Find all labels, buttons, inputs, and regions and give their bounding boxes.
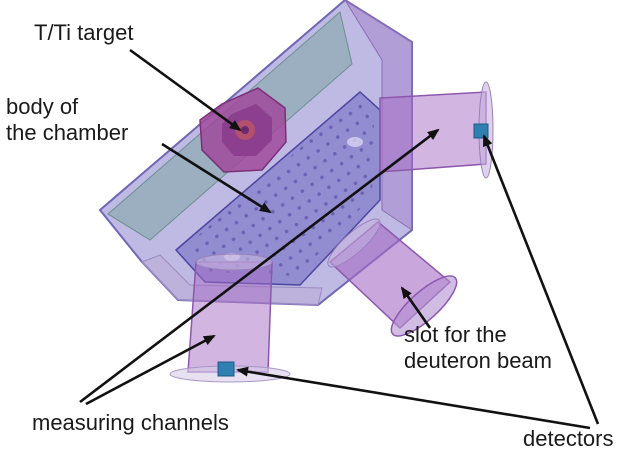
arrow-measuring-upper (79, 128, 440, 404)
pointer-arrows (79, 48, 600, 430)
label-beam-slot-line2: deuteron beam (404, 348, 552, 373)
label-beam-slot-line1: slot for the (404, 322, 507, 347)
label-measuring-channels: measuring channels (32, 410, 229, 435)
arrow-detector-right (482, 134, 600, 425)
chamber-perforated-plate (186, 100, 374, 276)
detector-bottom (217, 361, 235, 377)
label-target: T/Ti target (34, 20, 134, 45)
target-disc (199, 87, 287, 173)
label-beam-slot: slot for the deuteron beam (404, 322, 552, 374)
chamber-bottom-rim (141, 254, 323, 306)
arrow-detector-bottom (236, 366, 591, 430)
label-chamber-body: body of the chamber (6, 94, 128, 146)
chamber-right-face (344, 0, 413, 231)
arrow-measuring-lower (85, 334, 216, 406)
deuteron-beam-slot (327, 218, 458, 337)
arrow-slot (400, 286, 432, 329)
label-chamber-body-line2: the chamber (6, 120, 129, 145)
arrow-target (129, 48, 242, 132)
arrow-body (161, 142, 272, 214)
label-chamber-body-line1: body of (6, 94, 79, 119)
detector-right (473, 123, 489, 139)
label-detectors: detectors (523, 426, 614, 451)
